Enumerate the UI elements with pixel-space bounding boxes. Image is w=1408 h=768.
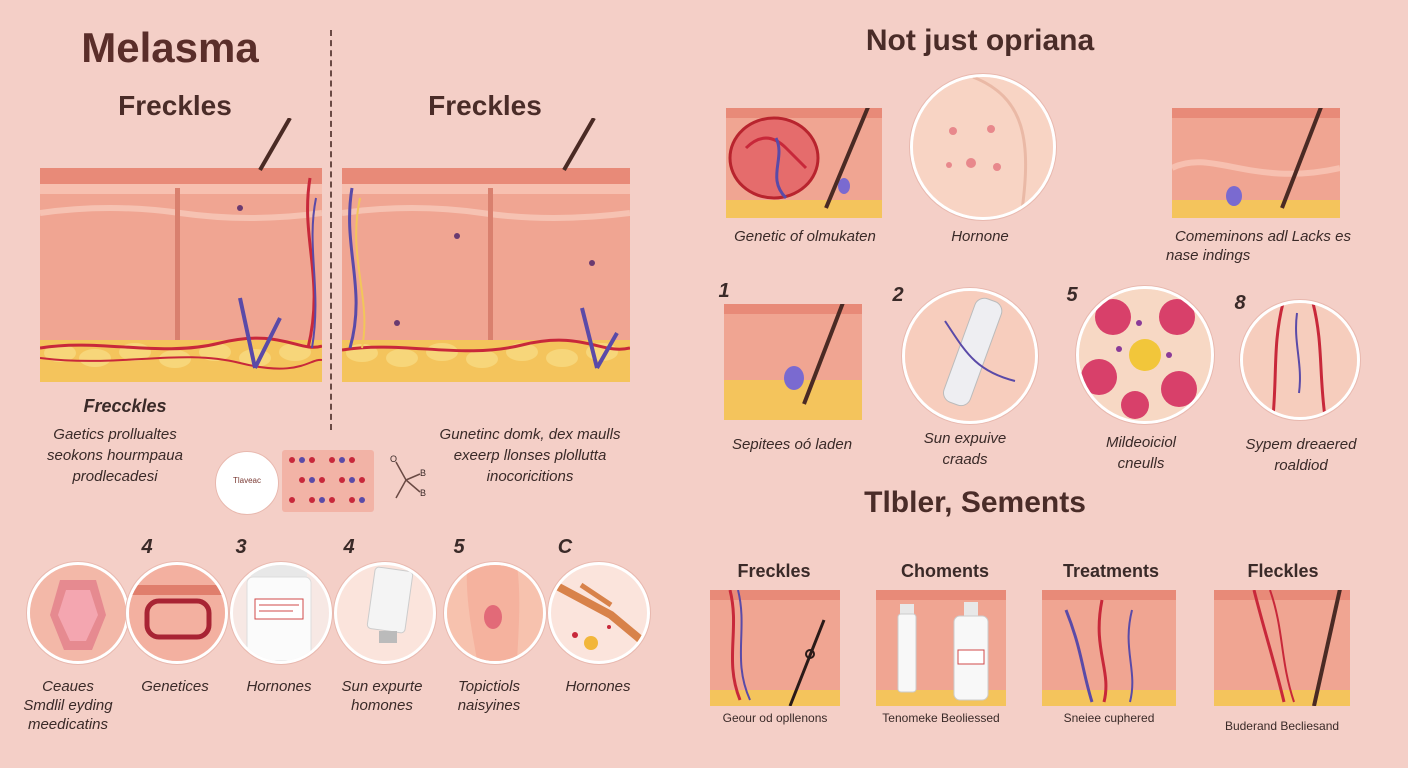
- row1-label-3-line1: Comeminons adl Lacks es: [1175, 228, 1351, 245]
- item-circle-6: [548, 562, 650, 664]
- item-circle-5: [444, 562, 546, 664]
- item-number-6: C: [557, 536, 573, 558]
- col1-caption-line1: Gaetics prollualtes: [53, 426, 177, 443]
- col1-heading: Freckles: [118, 90, 232, 121]
- row2-label-4-line2: roaldiod: [1274, 457, 1328, 474]
- item-label-5-line1: Topictiols: [458, 678, 520, 695]
- col1-caption-line3: prodlecadesi: [72, 468, 158, 485]
- bottom-caption-3: Sneiee cuphered: [1063, 711, 1155, 725]
- item-label-5-line2: naisyines: [457, 697, 521, 714]
- row2-number-3: 5: [1066, 284, 1078, 306]
- item-label-3: Hornones: [246, 678, 312, 695]
- row2-circle-4: [1240, 300, 1360, 420]
- bottom-caption-4: Buderand Becliesand: [1224, 719, 1340, 733]
- row2-label-2-line1: Sun expuive: [923, 430, 1007, 447]
- page-title-left: Melasma: [81, 24, 259, 71]
- bottom-caption-2: Tenomeke Beoliessed: [882, 711, 1000, 725]
- skin-cross-section-1: [40, 118, 322, 382]
- row1-skin-panel-1: [726, 108, 882, 218]
- item-label-6: Hornones: [565, 678, 631, 695]
- row2-circle-2: [902, 288, 1038, 424]
- molecule-diagram: O B B: [378, 452, 434, 508]
- col2-caption-line1: Gunetinc domk, dex maulls: [439, 426, 621, 443]
- row2-label-3-line2: cneulls: [1117, 455, 1165, 472]
- item-label-2: Genetices: [141, 678, 209, 695]
- cell-dot-grid: [282, 450, 374, 512]
- col2-caption-line2: exeerp llonses plollutta: [453, 447, 607, 464]
- item-label-1-line1: Ceaues: [42, 678, 94, 695]
- col2-heading: Freckles: [428, 90, 542, 121]
- row2-label-1: Sepitees oó laden: [731, 436, 853, 453]
- row1-face-circle: [910, 74, 1056, 220]
- molecule-label-b2: B: [420, 488, 427, 498]
- row1-label-3-line2: nase indings: [1166, 247, 1251, 264]
- item-label-4-line1: Sun expurte: [341, 678, 423, 695]
- molecule-label-o: O: [390, 454, 398, 464]
- item-label-1-line3: meedicatins: [27, 716, 109, 733]
- row2-number-4: 8: [1234, 292, 1246, 314]
- section-title: Tlbler, Sements: [864, 486, 1086, 519]
- item-label-1-line2: Smdlil eyding: [23, 697, 113, 714]
- bottom-caption-1: Geour od opllenons: [722, 711, 828, 725]
- row2-number-2: 2: [892, 284, 904, 306]
- item-number-4: 4: [343, 536, 355, 558]
- row1-label-1: Genetic of olmukaten: [734, 228, 876, 245]
- badge-text: Tlaveac: [232, 476, 261, 485]
- item-circle-2: [126, 562, 228, 664]
- item-number-3: 3: [235, 536, 247, 558]
- bottom-panel-4: [1214, 590, 1350, 706]
- bottom-heading-3: Treatments: [1062, 561, 1160, 581]
- bottom-panel-3: [1042, 590, 1176, 706]
- row2-label-2-line2: craads: [942, 451, 988, 468]
- bottom-heading-4: Fleckles: [1247, 561, 1319, 581]
- item-circle-4: [334, 562, 436, 664]
- bottom-heading-1: Freckles: [737, 561, 811, 581]
- item-number-1: 4: [141, 536, 153, 558]
- row2-label-4-line1: Sypem dreaered: [1245, 436, 1357, 453]
- row1-label-2: Hornone: [951, 228, 1009, 245]
- col2-caption-line3: inocoricitions: [486, 468, 574, 485]
- row2-number-1: 1: [718, 280, 730, 302]
- bottom-panel-1: [710, 590, 840, 706]
- row2-label-3-line1: Mildeoiciol: [1105, 434, 1177, 451]
- item-number-5: 5: [453, 536, 465, 558]
- sub-heading: Frecckles: [83, 396, 167, 416]
- col1-caption-line2: seokons hourmpaua: [47, 447, 183, 464]
- item-circle-1: [27, 562, 129, 664]
- divider-dashed: [330, 30, 332, 430]
- row2-skin-panel-1: [724, 304, 862, 420]
- item-label-4-line2: homones: [351, 697, 413, 714]
- badge-circle: Tlaveac: [216, 452, 278, 514]
- bottom-heading-2: Choments: [900, 561, 989, 581]
- row1-skin-panel-3: [1172, 108, 1340, 218]
- item-circle-3: [230, 562, 332, 664]
- page-title-right: Not just opriana: [865, 24, 1095, 57]
- molecule-label-b1: B: [420, 468, 427, 478]
- bottom-panel-2: [876, 590, 1006, 706]
- skin-cross-section-2: [342, 118, 630, 382]
- row2-circle-3: [1076, 286, 1214, 424]
